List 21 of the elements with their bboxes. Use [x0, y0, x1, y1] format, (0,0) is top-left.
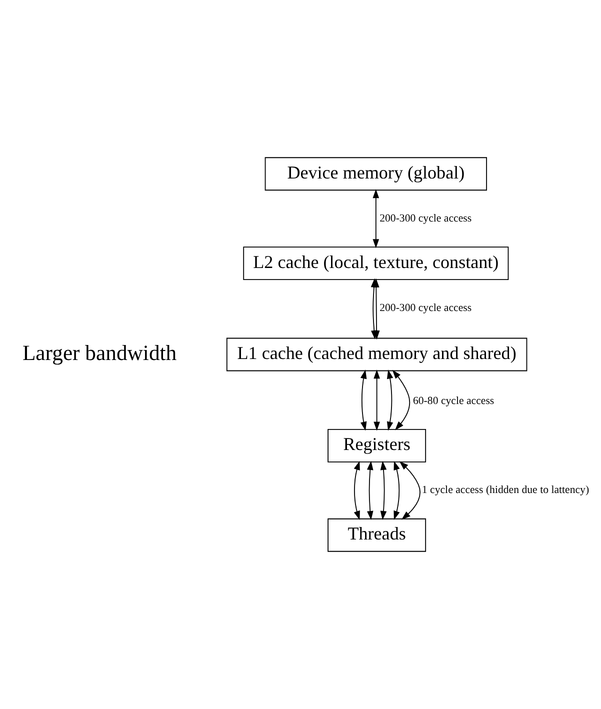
node-box: Registers — [328, 429, 426, 462]
edge-label: 60-80 cycle access — [412, 394, 494, 407]
edge-label: 200-300 cycle access — [380, 302, 472, 314]
arrow — [374, 370, 380, 431]
arrow — [392, 370, 410, 430]
arrow — [394, 460, 400, 520]
edge-label: 1 cycle access (hidden due to lattency) — [422, 484, 590, 496]
arrow — [399, 461, 420, 520]
node-box: Threads — [328, 518, 426, 552]
arrow — [372, 278, 380, 340]
arrow — [366, 460, 374, 520]
arrow — [354, 460, 360, 520]
arrow — [360, 370, 367, 431]
label: Larger bandwidth — [22, 341, 177, 366]
node-box: L2 cache (local, texture, constant) — [243, 246, 509, 280]
node-box: L1 cache (cached memory and shared) — [226, 338, 528, 372]
edge-label: 200-300 cycle access — [380, 212, 472, 224]
arrow — [380, 460, 387, 520]
node-box: Device memory (global) — [264, 157, 487, 191]
arrow — [386, 370, 394, 431]
arrow — [372, 189, 380, 248]
